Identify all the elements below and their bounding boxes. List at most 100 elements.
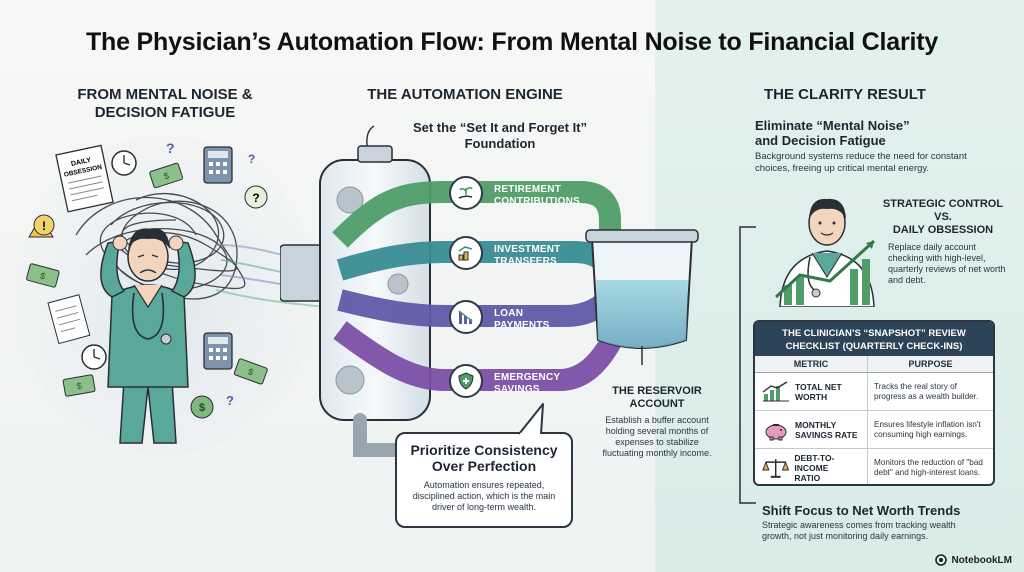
strategic-title-line3: DAILY OBSESSION xyxy=(892,224,994,236)
stressed-doctor-illustration xyxy=(100,228,196,444)
shield-plus-icon xyxy=(449,364,483,398)
snapshot-checklist-table: THE CLINICIAN’S “SNAPSHOT” REVIEW CHECKL… xyxy=(753,320,995,486)
brand-label: NotebookLM xyxy=(951,554,1012,566)
question-bubble-icon: ? xyxy=(244,185,268,209)
left-heading-line1: FROM MENTAL NOISE & xyxy=(77,86,253,103)
pipe-line2: CONTRIBUTIONS xyxy=(494,196,580,207)
table-title-line2: CHECKLIST (QUARTERLY CHECK-INS) xyxy=(785,341,963,352)
strategic-title-line1: STRATEGIC CONTROL xyxy=(882,198,1004,210)
eliminate-text: Background systems reduce the need for c… xyxy=(755,151,967,174)
svg-text:$: $ xyxy=(199,402,205,414)
svg-text:?: ? xyxy=(252,191,259,205)
money-bill-icon: $ xyxy=(233,358,268,385)
metric-line2: SAVINGS RATE xyxy=(795,429,858,440)
daily-obsession-paper: DAILY OBSESSION xyxy=(55,144,114,213)
table-title-line1: THE CLINICIAN’S “SNAPSHOT” REVIEW xyxy=(782,328,966,339)
pipe-label-retirement: RETIREMENT CONTRIBUTIONS xyxy=(494,184,580,208)
pipe-label-emergency: EMERGENCY SAVINGS xyxy=(494,372,560,396)
pipe-label-investment: INVESTMENT TRANSFERS xyxy=(494,244,560,268)
growth-chart-icon xyxy=(762,380,789,401)
question-mark-icon: ? xyxy=(248,152,255,166)
shift-title: Shift Focus to Net Worth Trends xyxy=(762,503,961,518)
question-mark-icon: ? xyxy=(166,140,175,156)
strategic-title: STRATEGIC CONTROL VS. DAILY OBSESSION xyxy=(878,198,1008,237)
clarity-heading: THE CLARITY RESULT xyxy=(764,86,926,103)
pipe-line2: SAVINGS xyxy=(494,384,540,395)
strategic-text: Replace daily account checking with high… xyxy=(888,242,1006,285)
svg-text:$: $ xyxy=(162,170,170,181)
money-bill-icon: $ xyxy=(149,162,184,189)
col-purpose-header: PURPOSE xyxy=(908,359,953,369)
pipe-line1: INVESTMENT xyxy=(494,244,561,255)
table-title: THE CLINICIAN’S “SNAPSHOT” REVIEW CHECKL… xyxy=(755,322,993,356)
calm-doctor-illustration xyxy=(774,198,876,307)
notebooklm-brand: NotebookLM xyxy=(935,554,1012,566)
growth-chart-icon xyxy=(774,239,876,305)
bar-decline-icon xyxy=(449,300,483,334)
callout-text: Automation ensures repeated, disciplined… xyxy=(412,480,556,512)
callout-pointer xyxy=(518,403,544,436)
eliminate-title-line1: Eliminate “Mental Noise” xyxy=(755,118,910,133)
scales-icon xyxy=(762,458,790,478)
alert-bubble-icon: ! xyxy=(33,214,55,236)
eliminate-block: Eliminate “Mental Noise” and Decision Fa… xyxy=(755,118,985,175)
purpose-cell: Ensures lifestyle inflation isn't consum… xyxy=(874,419,981,439)
clock-icon xyxy=(81,344,107,370)
notebooklm-logo-icon xyxy=(935,554,948,566)
shift-block: Shift Focus to Net Worth Trends Strategi… xyxy=(762,503,1012,542)
svg-text:$: $ xyxy=(76,381,83,392)
pipe-line2: PAYMENTS xyxy=(494,320,550,331)
metric-line2: RATIO xyxy=(794,472,821,483)
foundation-line2: Foundation xyxy=(464,136,536,151)
bracket-line xyxy=(739,226,756,504)
money-bill-icon: $ xyxy=(62,374,96,397)
paper-label-line1: DAILY xyxy=(70,157,92,168)
coin-icon: $ xyxy=(190,395,214,419)
svg-text:$: $ xyxy=(247,366,255,377)
svg-text:$: $ xyxy=(39,270,46,281)
reservoir-title-line2: ACCOUNT xyxy=(629,398,685,410)
metric-line1: MONTHLY xyxy=(795,419,837,430)
svg-text:!: ! xyxy=(42,219,46,233)
reservoir-block: THE RESERVOIR ACCOUNT Establish a buffer… xyxy=(596,385,718,459)
money-bill-icon: $ xyxy=(26,263,60,288)
metric-line1: DEBT-TO-INCOME xyxy=(794,452,835,473)
foundation-label: Set the “Set It and Forget It” Foundatio… xyxy=(380,120,620,152)
strategic-block: STRATEGIC CONTROL VS. DAILY OBSESSION xyxy=(878,198,1008,237)
strategic-title-line2: VS. xyxy=(934,211,952,223)
callout-title-line2: Over Perfection xyxy=(431,458,537,474)
chart-coins-icon xyxy=(449,236,483,270)
callout-title-line1: Prioritize Consistency xyxy=(410,442,558,458)
pipe-line1: LOAN xyxy=(494,308,524,319)
receipt-icon xyxy=(47,294,91,345)
engine-heading: THE AUTOMATION ENGINE xyxy=(367,86,563,103)
metric-line2: WORTH xyxy=(795,391,828,402)
clock-icon xyxy=(111,150,137,176)
question-mark-icon: ? xyxy=(226,393,234,408)
piggy-bank-icon xyxy=(765,423,787,440)
page-title: The Physician’s Automation Flow: From Me… xyxy=(85,28,939,56)
automation-engine-illustration xyxy=(280,145,699,457)
pipe-line1: EMERGENCY xyxy=(494,372,561,383)
pipe-line1: RETIREMENT xyxy=(494,184,561,195)
pipe-line2: TRANSFERS xyxy=(494,256,557,267)
hand-plant-icon xyxy=(449,176,483,210)
reservoir-title-line1: THE RESERVOIR xyxy=(612,385,702,397)
eliminate-title: Eliminate “Mental Noise” and Decision Fa… xyxy=(755,118,985,148)
consistency-callout: Prioritize Consistency Over Perfection A… xyxy=(395,432,573,528)
left-heading-line2: DECISION FATIGUE xyxy=(94,104,236,121)
purpose-cell: Tracks the real story of progress as a w… xyxy=(874,381,979,401)
table-header-row: METRIC PURPOSE xyxy=(755,356,993,373)
metric-line1: TOTAL NET xyxy=(795,381,842,392)
reservoir-title: THE RESERVOIR ACCOUNT xyxy=(596,385,718,411)
left-section-heading: FROM MENTAL NOISE & DECISION FATIGUE xyxy=(60,86,270,122)
reservoir-text: Establish a buffer account holding sever… xyxy=(602,415,712,458)
purpose-cell: Monitors the reduction of "bad debt" and… xyxy=(874,457,983,477)
calculator-icon xyxy=(203,146,233,184)
eliminate-title-line2: and Decision Fatigue xyxy=(755,133,886,148)
